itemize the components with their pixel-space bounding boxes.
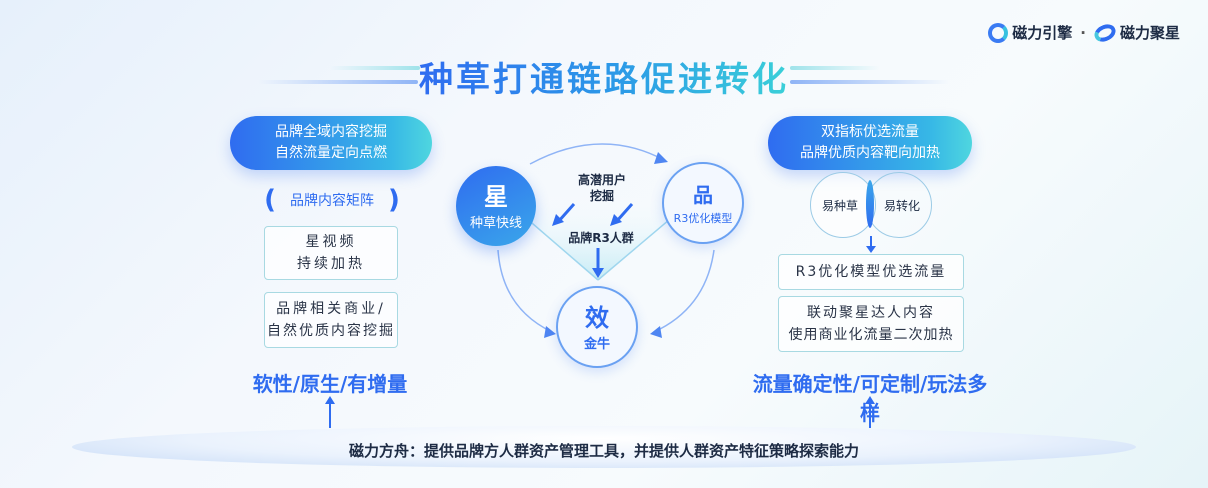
cili-engine-logo-icon: [988, 22, 1009, 43]
label1-line2: 挖掘: [589, 189, 614, 203]
left-box-brand-content: 品牌相关商业/ 自然优质内容挖掘: [264, 292, 398, 348]
brand-separator: ·: [1080, 23, 1086, 42]
node-xing-sub: 种草快线: [469, 215, 522, 231]
right-pill: 双指标优选流量 品牌优质内容靶向加热: [768, 116, 972, 170]
brand-name-1: 磁力引擎: [1012, 24, 1073, 42]
node-xiao-sub: 金牛: [583, 336, 610, 352]
left-box1-line1: 星视频: [305, 234, 357, 250]
right-pill-line2: 品牌优质内容靶向加热: [800, 145, 940, 161]
page-title: 种草打通链路促进转化: [419, 60, 789, 100]
bracket-left: (: [264, 185, 276, 215]
left-pill-line1: 品牌全域内容挖掘: [275, 124, 387, 140]
left-slogan: 软性/原生/有增量: [252, 372, 408, 396]
right-slogan: 流量确定性/可定制/玩法多样: [752, 372, 988, 425]
node-xing-big: 星: [484, 182, 508, 211]
right-box2-line1: 联动聚星达人内容: [807, 305, 935, 321]
title-deco-left-1: [258, 80, 418, 84]
title-deco-right-2: [790, 66, 880, 70]
brand-content-matrix: ( 品牌内容矩阵 ): [262, 185, 402, 215]
left-box-star-video: 星视频 持续加热: [264, 226, 398, 280]
label-brand-r3: 品牌R3人群: [568, 231, 634, 245]
left-box1-line2: 持续加热: [297, 256, 365, 272]
label-high-potential: 高潜用户 挖掘: [562, 172, 642, 204]
left-box2-line2: 自然优质内容挖掘: [267, 323, 395, 339]
right-up-arrow: [865, 396, 875, 428]
footer-platform: [72, 426, 1136, 468]
brand-logos: 磁力引擎 · 磁力聚星: [988, 20, 1180, 45]
right-down-arrow: [866, 236, 876, 253]
venn-right: 易转化: [866, 172, 932, 238]
right-box2-line2: 使用商业化流量二次加热: [788, 327, 954, 343]
right-pill-line1: 双指标优选流量: [821, 124, 919, 140]
cili-jxing-logo-icon: [1091, 20, 1119, 45]
left-pill: 品牌全域内容挖掘 自然流量定向点燃: [230, 116, 432, 170]
left-box2-line1: 品牌相关商业/: [276, 301, 386, 317]
left-up-arrow: [325, 396, 335, 428]
node-pin-sub: R3优化模型: [673, 212, 733, 225]
title-deco-right-1: [790, 80, 950, 84]
bracket-right: ): [388, 185, 400, 215]
label1-line1: 高潜用户: [577, 173, 626, 187]
matrix-label: 品牌内容矩阵: [290, 193, 374, 209]
node-pin-big: 品: [693, 183, 713, 207]
brand-name-2: 磁力聚星: [1119, 24, 1180, 42]
title-container: 种草打通链路促进转化: [0, 52, 1208, 101]
left-pill-line2: 自然流量定向点燃: [275, 145, 387, 161]
center-cycle-lines: [495, 143, 715, 338]
node-xing: 星 种草快线: [456, 166, 536, 246]
venn-overlap: [866, 180, 874, 228]
title-deco-left-2: [330, 66, 420, 70]
venn-right-label: 易转化: [883, 198, 920, 213]
right-box-linkage: 联动聚星达人内容 使用商业化流量二次加热: [778, 296, 964, 352]
venn-left-label: 易种草: [821, 198, 858, 213]
footer-text: 磁力方舟：提供品牌方人群资产管理工具，并提供人群资产特征策略探索能力: [348, 442, 859, 460]
right-box-r3: R3优化模型优选流量: [778, 254, 964, 290]
node-xiao: 效 金牛: [556, 286, 638, 368]
node-xiao-big: 效: [585, 303, 609, 332]
node-pin: 品 R3优化模型: [662, 162, 744, 244]
